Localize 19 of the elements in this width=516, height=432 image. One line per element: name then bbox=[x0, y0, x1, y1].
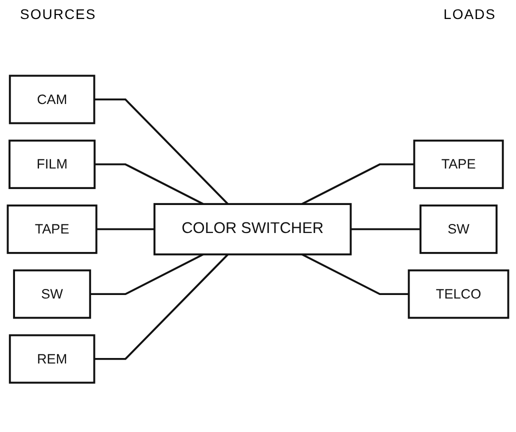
node-box: TELCO bbox=[408, 269, 510, 319]
node-box: SW bbox=[13, 269, 92, 319]
column-heading: LOADS bbox=[444, 6, 496, 24]
connector bbox=[94, 98, 229, 204]
node-box: FILM bbox=[8, 139, 96, 189]
node-box: COLOR SWITCHER bbox=[154, 202, 352, 256]
connector bbox=[94, 163, 204, 205]
column-heading: SOURCES bbox=[20, 6, 96, 24]
node-box: TAPE bbox=[413, 139, 504, 189]
node-box: CAM bbox=[8, 74, 96, 124]
node-box: TAPE bbox=[6, 204, 98, 254]
connector bbox=[90, 253, 204, 295]
connector bbox=[350, 228, 420, 230]
connector bbox=[302, 253, 409, 295]
node-box: REM bbox=[8, 334, 96, 384]
connector bbox=[302, 163, 414, 205]
node-box: SW bbox=[420, 204, 498, 254]
connector bbox=[96, 228, 154, 230]
connector bbox=[94, 254, 229, 360]
